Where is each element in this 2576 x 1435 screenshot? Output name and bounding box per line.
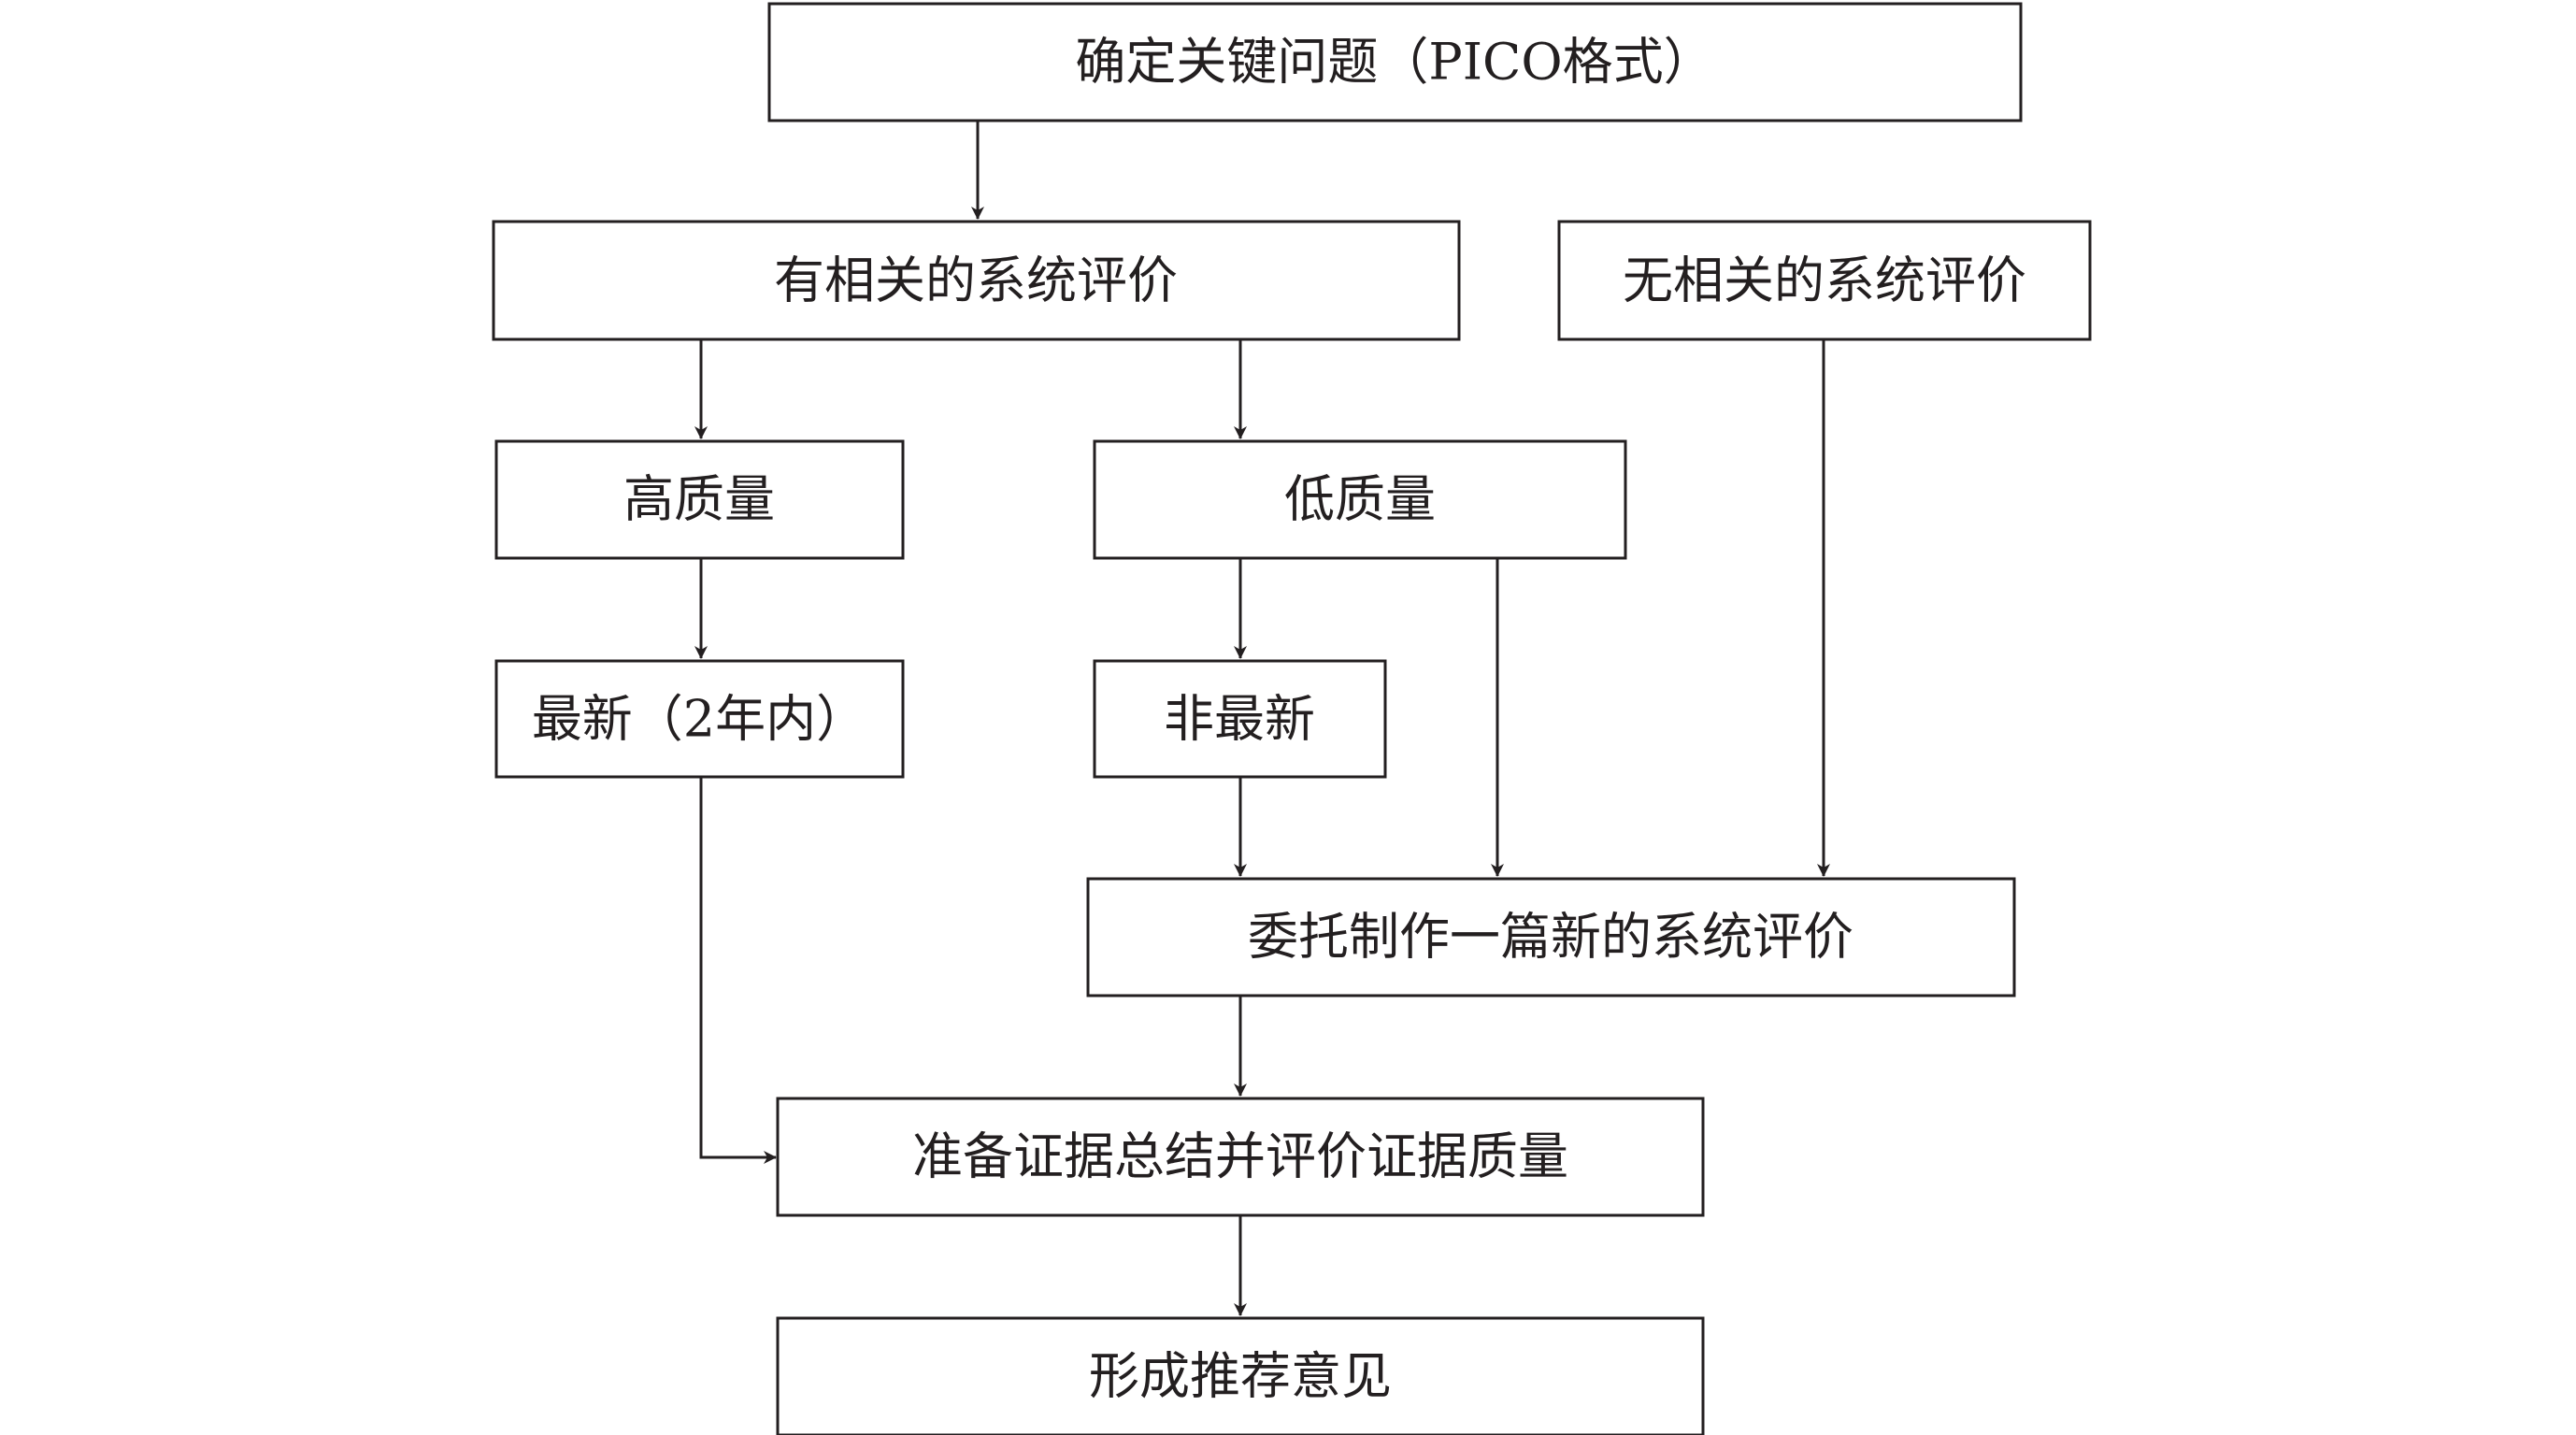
box-form-recommendation: 形成推荐意见	[776, 1316, 1705, 1435]
connectors	[694, 121, 1830, 1316]
edge-recent-to-prepare-evidence	[699, 777, 777, 1164]
box-prepare-evidence-label: 准备证据总结并评价证据质量	[912, 1127, 1568, 1186]
box-prepare-evidence: 准备证据总结并评价证据质量	[776, 1097, 1705, 1217]
box-commission-review: 委托制作一篇新的系统评价	[1086, 877, 2016, 997]
box-high-quality-label: 高质量	[623, 470, 775, 529]
box-define-question-label: 确定关键问题（PICO格式）	[1075, 33, 1713, 92]
box-no-review: 无相关的系统评价	[1557, 220, 2092, 341]
box-recent: 最新（2年内）	[494, 659, 905, 779]
box-not-recent: 非最新	[1093, 659, 1387, 779]
box-low-quality-label: 低质量	[1284, 470, 1436, 529]
box-has-review: 有相关的系统评价	[492, 220, 1461, 341]
box-no-review-label: 无相关的系统评价	[1623, 251, 2026, 310]
box-commission-review-label: 委托制作一篇新的系统评价	[1248, 908, 1853, 967]
box-low-quality: 低质量	[1093, 439, 1627, 560]
box-form-recommendation-label: 形成推荐意见	[1089, 1347, 1392, 1406]
box-define-question: 确定关键问题（PICO格式）	[767, 2, 2023, 122]
box-not-recent-label: 非最新	[1164, 690, 1315, 749]
box-has-review-label: 有相关的系统评价	[774, 251, 1178, 310]
box-recent-label: 最新（2年内）	[532, 690, 866, 749]
box-high-quality: 高质量	[494, 439, 905, 560]
